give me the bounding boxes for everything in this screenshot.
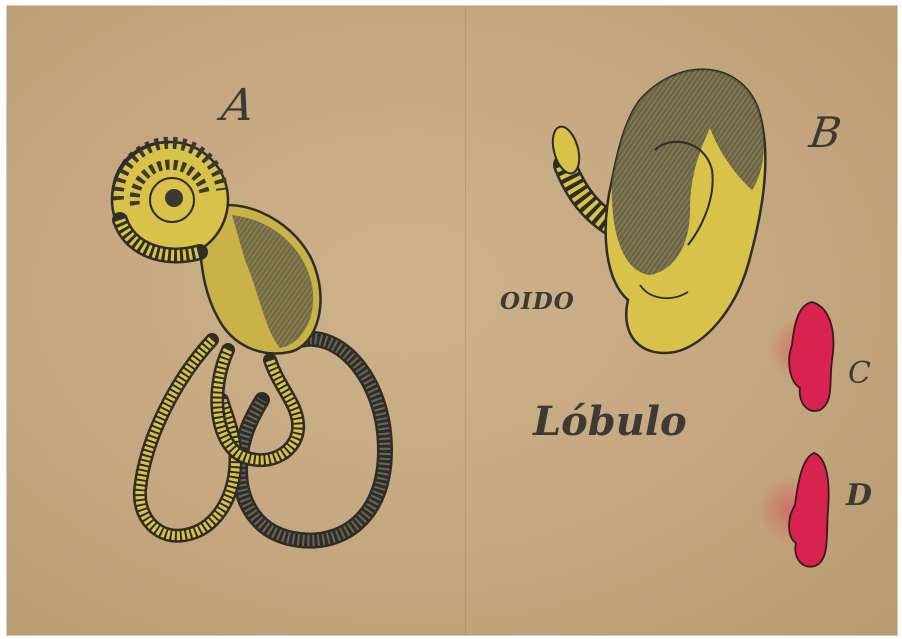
lobulo-caption: Lóbulo xyxy=(533,398,687,445)
inner-ear-figure xyxy=(112,142,385,541)
lobule-c-figure xyxy=(768,302,833,411)
lobule-d-figure xyxy=(758,453,829,567)
outer-ear-figure xyxy=(548,70,765,353)
figure-label-c: C xyxy=(848,356,871,391)
figure-label-d: D xyxy=(846,478,872,513)
oido-caption: OIDO xyxy=(500,288,575,315)
